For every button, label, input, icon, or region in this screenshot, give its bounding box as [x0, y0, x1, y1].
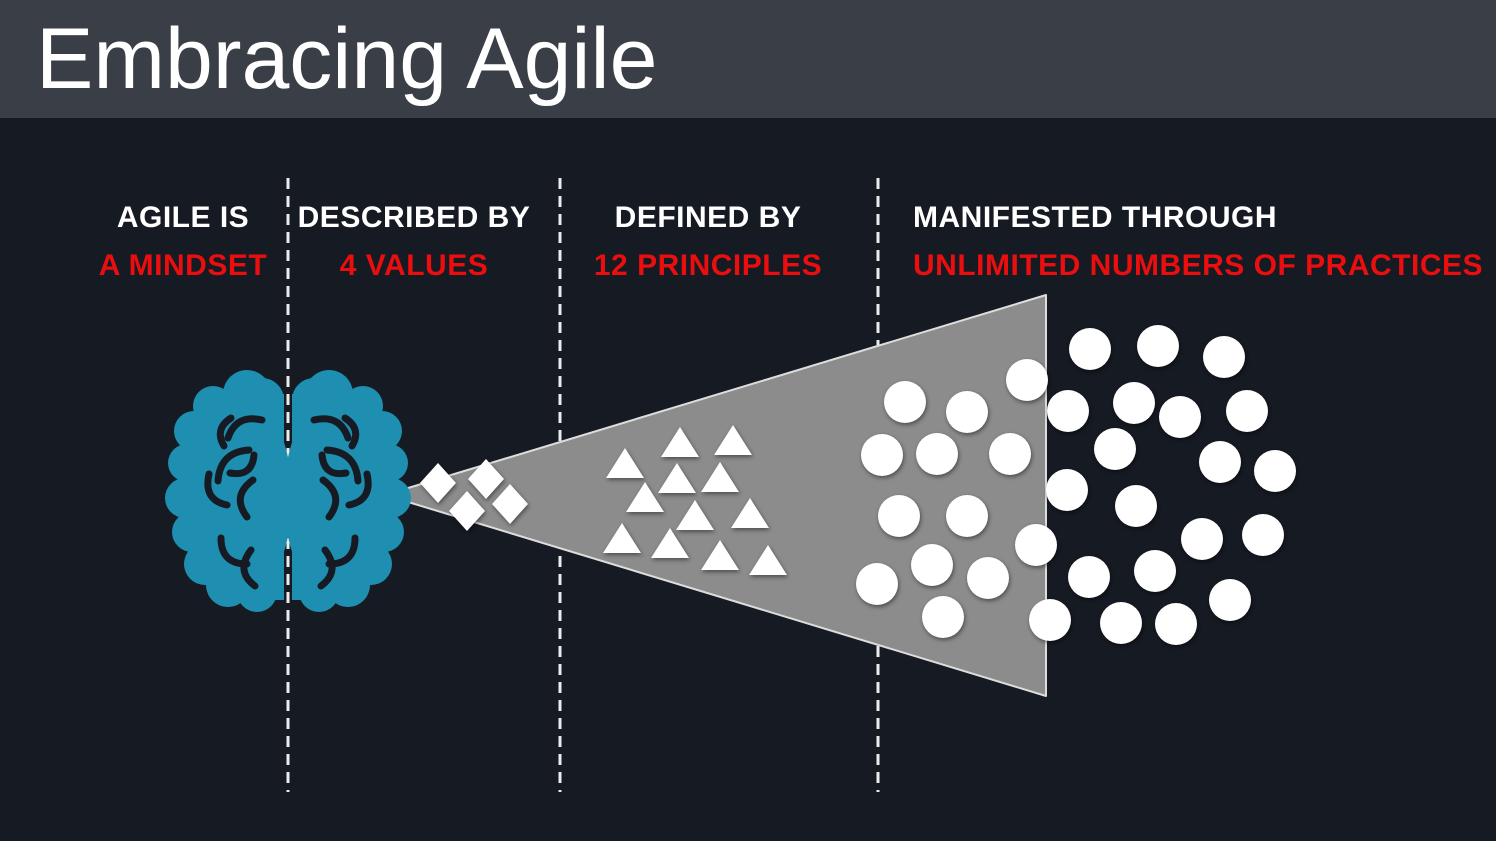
column-practices-value: UNLIMITED NUMBERS OF PRACTICES	[913, 249, 1483, 282]
value-diamond	[420, 463, 456, 503]
values-diamonds	[420, 459, 528, 531]
practice-circle	[946, 391, 988, 433]
practice-circle	[1226, 390, 1268, 432]
practice-circle	[911, 544, 953, 586]
principles-triangles	[603, 425, 787, 575]
practice-circle	[856, 563, 898, 605]
practice-circle	[946, 495, 988, 537]
practice-circle	[1134, 550, 1176, 592]
practice-circle	[1029, 599, 1071, 641]
column-principles-heading: DEFINED BY	[614, 201, 802, 234]
practice-circle	[861, 434, 903, 476]
practice-circle	[1137, 325, 1179, 367]
diagram-canvas	[165, 178, 1296, 792]
slide-header: Embracing Agile	[0, 0, 1496, 118]
practice-circle	[1047, 390, 1089, 432]
practice-circle	[967, 557, 1009, 599]
principle-triangle	[606, 448, 644, 478]
practice-circle	[1100, 602, 1142, 644]
principle-triangle	[676, 500, 714, 530]
principle-triangle	[749, 545, 787, 575]
column-practices-heading: MANIFESTED THROUGH	[913, 201, 1277, 234]
principle-triangle	[701, 540, 739, 570]
practice-circle	[884, 381, 926, 423]
practice-circle	[916, 433, 958, 475]
practice-circle	[1181, 518, 1223, 560]
column-values-value: 4 VALUES	[339, 249, 489, 282]
principle-triangle	[661, 427, 699, 457]
column-values-heading: DESCRIBED BY	[297, 201, 531, 234]
practice-circle	[1069, 328, 1111, 370]
principle-triangle	[714, 425, 752, 455]
column-mindset-heading: AGILE IS	[116, 201, 250, 234]
practice-circle	[878, 495, 920, 537]
practice-circle	[922, 596, 964, 638]
practice-circle	[1094, 428, 1136, 470]
column-principles: DEFINED BY 12 PRINCIPLES	[568, 200, 848, 284]
principle-triangle	[626, 482, 664, 512]
column-values: DESCRIBED BY 4 VALUES	[274, 200, 554, 284]
principle-triangle	[651, 528, 689, 558]
practice-circle	[1115, 485, 1157, 527]
value-diamond	[468, 459, 504, 499]
practice-circle	[1113, 382, 1155, 424]
practice-circle	[1203, 336, 1245, 378]
practice-circle	[1015, 524, 1057, 566]
agile-funnel-diagram: AGILE IS A MINDSET DESCRIBED BY 4 VALUES…	[0, 118, 1496, 841]
column-practices: MANIFESTED THROUGH UNLIMITED NUMBERS OF …	[913, 200, 1488, 284]
slide-title: Embracing Agile	[36, 11, 658, 107]
practice-circle	[1159, 396, 1201, 438]
principle-triangle	[603, 523, 641, 553]
practice-circle	[1242, 514, 1284, 556]
principle-triangle	[658, 463, 696, 493]
value-diamond	[492, 484, 528, 524]
column-mindset-value: A MINDSET	[98, 249, 268, 282]
principle-triangle	[701, 462, 739, 492]
practice-circle	[1155, 603, 1197, 645]
value-diamond	[449, 491, 485, 531]
column-mindset: AGILE IS A MINDSET	[43, 200, 323, 284]
practices-circles	[856, 325, 1296, 645]
practice-circle	[1209, 579, 1251, 621]
practice-circle	[1254, 450, 1296, 492]
column-principles-value: 12 PRINCIPLES	[593, 249, 823, 282]
principle-triangle	[731, 498, 769, 528]
practice-circle	[1046, 469, 1088, 511]
practice-circle	[989, 433, 1031, 475]
practice-circle	[1068, 556, 1110, 598]
brain-icon	[165, 370, 411, 612]
practice-circle	[1006, 359, 1048, 401]
practice-circle	[1199, 441, 1241, 483]
